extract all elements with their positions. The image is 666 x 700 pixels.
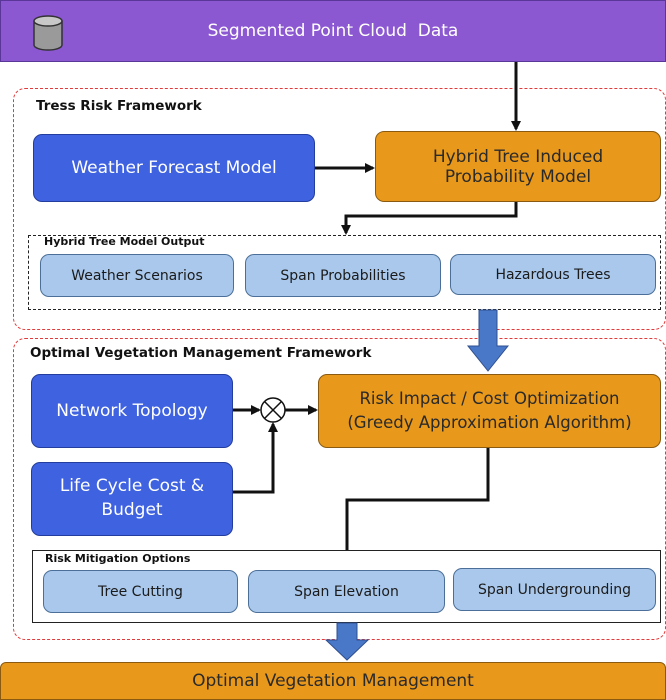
output-item-hazardous-trees: Hazardous Trees — [450, 254, 656, 295]
arrow-lifecycle-to-combiner — [233, 422, 278, 494]
weather-forecast-model-label: Weather Forecast Model — [71, 158, 277, 178]
lifecycle-cost-box: Life Cycle Cost & Budget — [31, 462, 233, 536]
output-item-span-probabilities: Span Probabilities — [245, 254, 441, 297]
output-item-weather-scenarios: Weather Scenarios — [40, 254, 234, 297]
optimization-box: Risk Impact / Cost Optimization (Greedy … — [318, 374, 661, 448]
network-topology-box: Network Topology — [31, 374, 233, 448]
point-cloud-data-bar: Segmented Point Cloud Data — [0, 0, 666, 62]
hybrid-output-title: Hybrid Tree Model Output — [44, 235, 205, 248]
line-optimization-to-mitigation — [345, 448, 490, 550]
database-icon — [33, 15, 63, 51]
combiner-icon — [260, 397, 286, 423]
tree-risk-framework-title: Tress Risk Framework — [36, 98, 202, 114]
mitigation-item-label: Span Undergrounding — [478, 581, 631, 598]
optimization-label: Risk Impact / Cost Optimization (Greedy … — [347, 389, 632, 432]
mitigation-item-tree-cutting: Tree Cutting — [43, 570, 238, 613]
point-cloud-data-label: Segmented Point Cloud Data — [207, 21, 459, 41]
hybrid-model-label: Hybrid Tree Induced Probability Model — [432, 146, 604, 187]
optimal-vegetation-management-label: Optimal Vegetation Management — [192, 671, 474, 691]
output-item-label: Hazardous Trees — [495, 266, 611, 283]
lifecycle-cost-label: Life Cycle Cost & Budget — [59, 476, 205, 520]
output-item-label: Span Probabilities — [280, 267, 406, 284]
veg-mgmt-framework-title: Optimal Vegetation Management Framework — [30, 345, 372, 361]
hybrid-output-frame — [28, 235, 661, 310]
weather-forecast-model-box: Weather Forecast Model — [33, 134, 315, 202]
mitigation-item-label: Tree Cutting — [98, 583, 183, 600]
mitigation-item-label: Span Elevation — [294, 583, 399, 600]
block-arrow-output-to-optimization — [466, 309, 510, 372]
arrow-hybrid-to-output — [341, 202, 518, 235]
hybrid-model-box: Hybrid Tree Induced Probability Model — [375, 131, 661, 202]
block-arrow-mitigation-to-management — [324, 622, 370, 661]
risk-mitigation-title: Risk Mitigation Options — [45, 552, 191, 565]
network-topology-label: Network Topology — [56, 401, 208, 421]
output-item-label: Weather Scenarios — [71, 267, 203, 284]
mitigation-item-span-undergrounding: Span Undergrounding — [453, 568, 656, 611]
mitigation-item-span-elevation: Span Elevation — [248, 570, 445, 613]
